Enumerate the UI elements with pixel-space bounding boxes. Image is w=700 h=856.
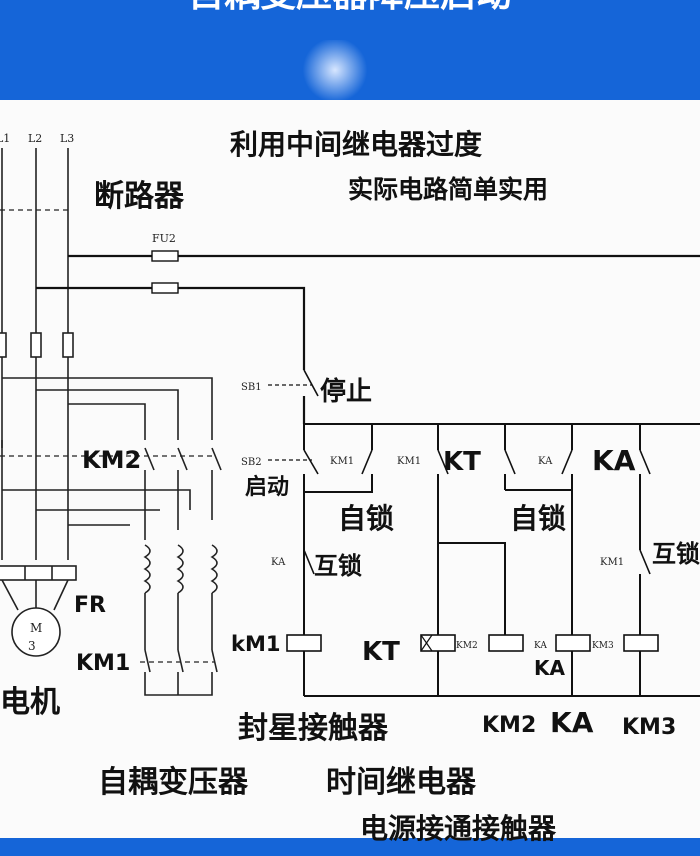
label-km1-power: KM1	[76, 651, 130, 676]
coil-label-km3-small: KM3	[592, 641, 614, 651]
label-motor: 电机	[0, 685, 60, 720]
label-start: 启动	[245, 474, 289, 500]
label-fr: FR	[74, 593, 106, 618]
label-interlock-1: 互锁	[314, 552, 362, 580]
footer-bar	[0, 838, 700, 856]
label-l2: L2	[28, 132, 42, 145]
label-interlock-2: 互锁	[652, 540, 700, 568]
label-motor-m: M	[30, 621, 42, 635]
labels: 利用中间继电器过度 实际电路简单实用 L1 L2 L3 断路器 FU2 SB1 …	[0, 128, 700, 845]
label-time-relay: 时间继电器	[326, 765, 477, 800]
control-circuit	[36, 250, 700, 697]
label-selflock-1: 自锁	[338, 502, 394, 535]
label-ka-small: KA	[271, 557, 286, 568]
diagram-panel	[0, 100, 700, 838]
coil-label-km1: kM1	[231, 632, 280, 656]
label-stop: 停止	[320, 376, 372, 407]
coil-label-kt: KT	[362, 637, 400, 667]
label-selflock-2: 自锁	[510, 502, 566, 535]
title-line-2: 实际电路简单实用	[348, 175, 548, 204]
title-line-1: 利用中间继电器过度	[230, 128, 482, 161]
label-ka-contact-1: KA	[538, 456, 553, 467]
header-title: 自耦变压器降压启动	[188, 0, 512, 15]
label-power-contactor: 电源接通接触器	[360, 812, 557, 845]
label-sb1: SB1	[241, 382, 262, 393]
label-km1-contact-1: KM1	[330, 456, 354, 467]
label-breaker: 断路器	[94, 179, 185, 214]
label-sb2: SB2	[241, 457, 262, 468]
label-km2-power: KM2	[82, 446, 141, 474]
label-star-contactor: 封星接触器	[238, 711, 389, 746]
coil-label-ka-small: KA	[534, 641, 547, 651]
power-circuit	[0, 148, 222, 696]
label-l1: L1	[0, 132, 10, 145]
label-motor-3: 3	[28, 639, 36, 653]
label-autotransformer: 自耦变压器	[98, 765, 249, 800]
label-ka-big: KA	[592, 444, 636, 477]
label-bottom-ka: KA	[550, 706, 594, 739]
coil-label-ka-big: KA	[534, 656, 565, 680]
label-km1-small: KM1	[600, 557, 624, 568]
glare	[300, 40, 370, 100]
label-fu2: FU2	[152, 232, 176, 245]
label-bottom-km3: KM3	[622, 715, 676, 740]
label-l3: L3	[60, 132, 74, 145]
label-km1-contact-2: KM1	[397, 456, 421, 467]
coil-label-km2-small: KM2	[456, 641, 478, 651]
label-bottom-km2: KM2	[482, 713, 536, 738]
label-kt-contact: KT	[443, 447, 481, 477]
